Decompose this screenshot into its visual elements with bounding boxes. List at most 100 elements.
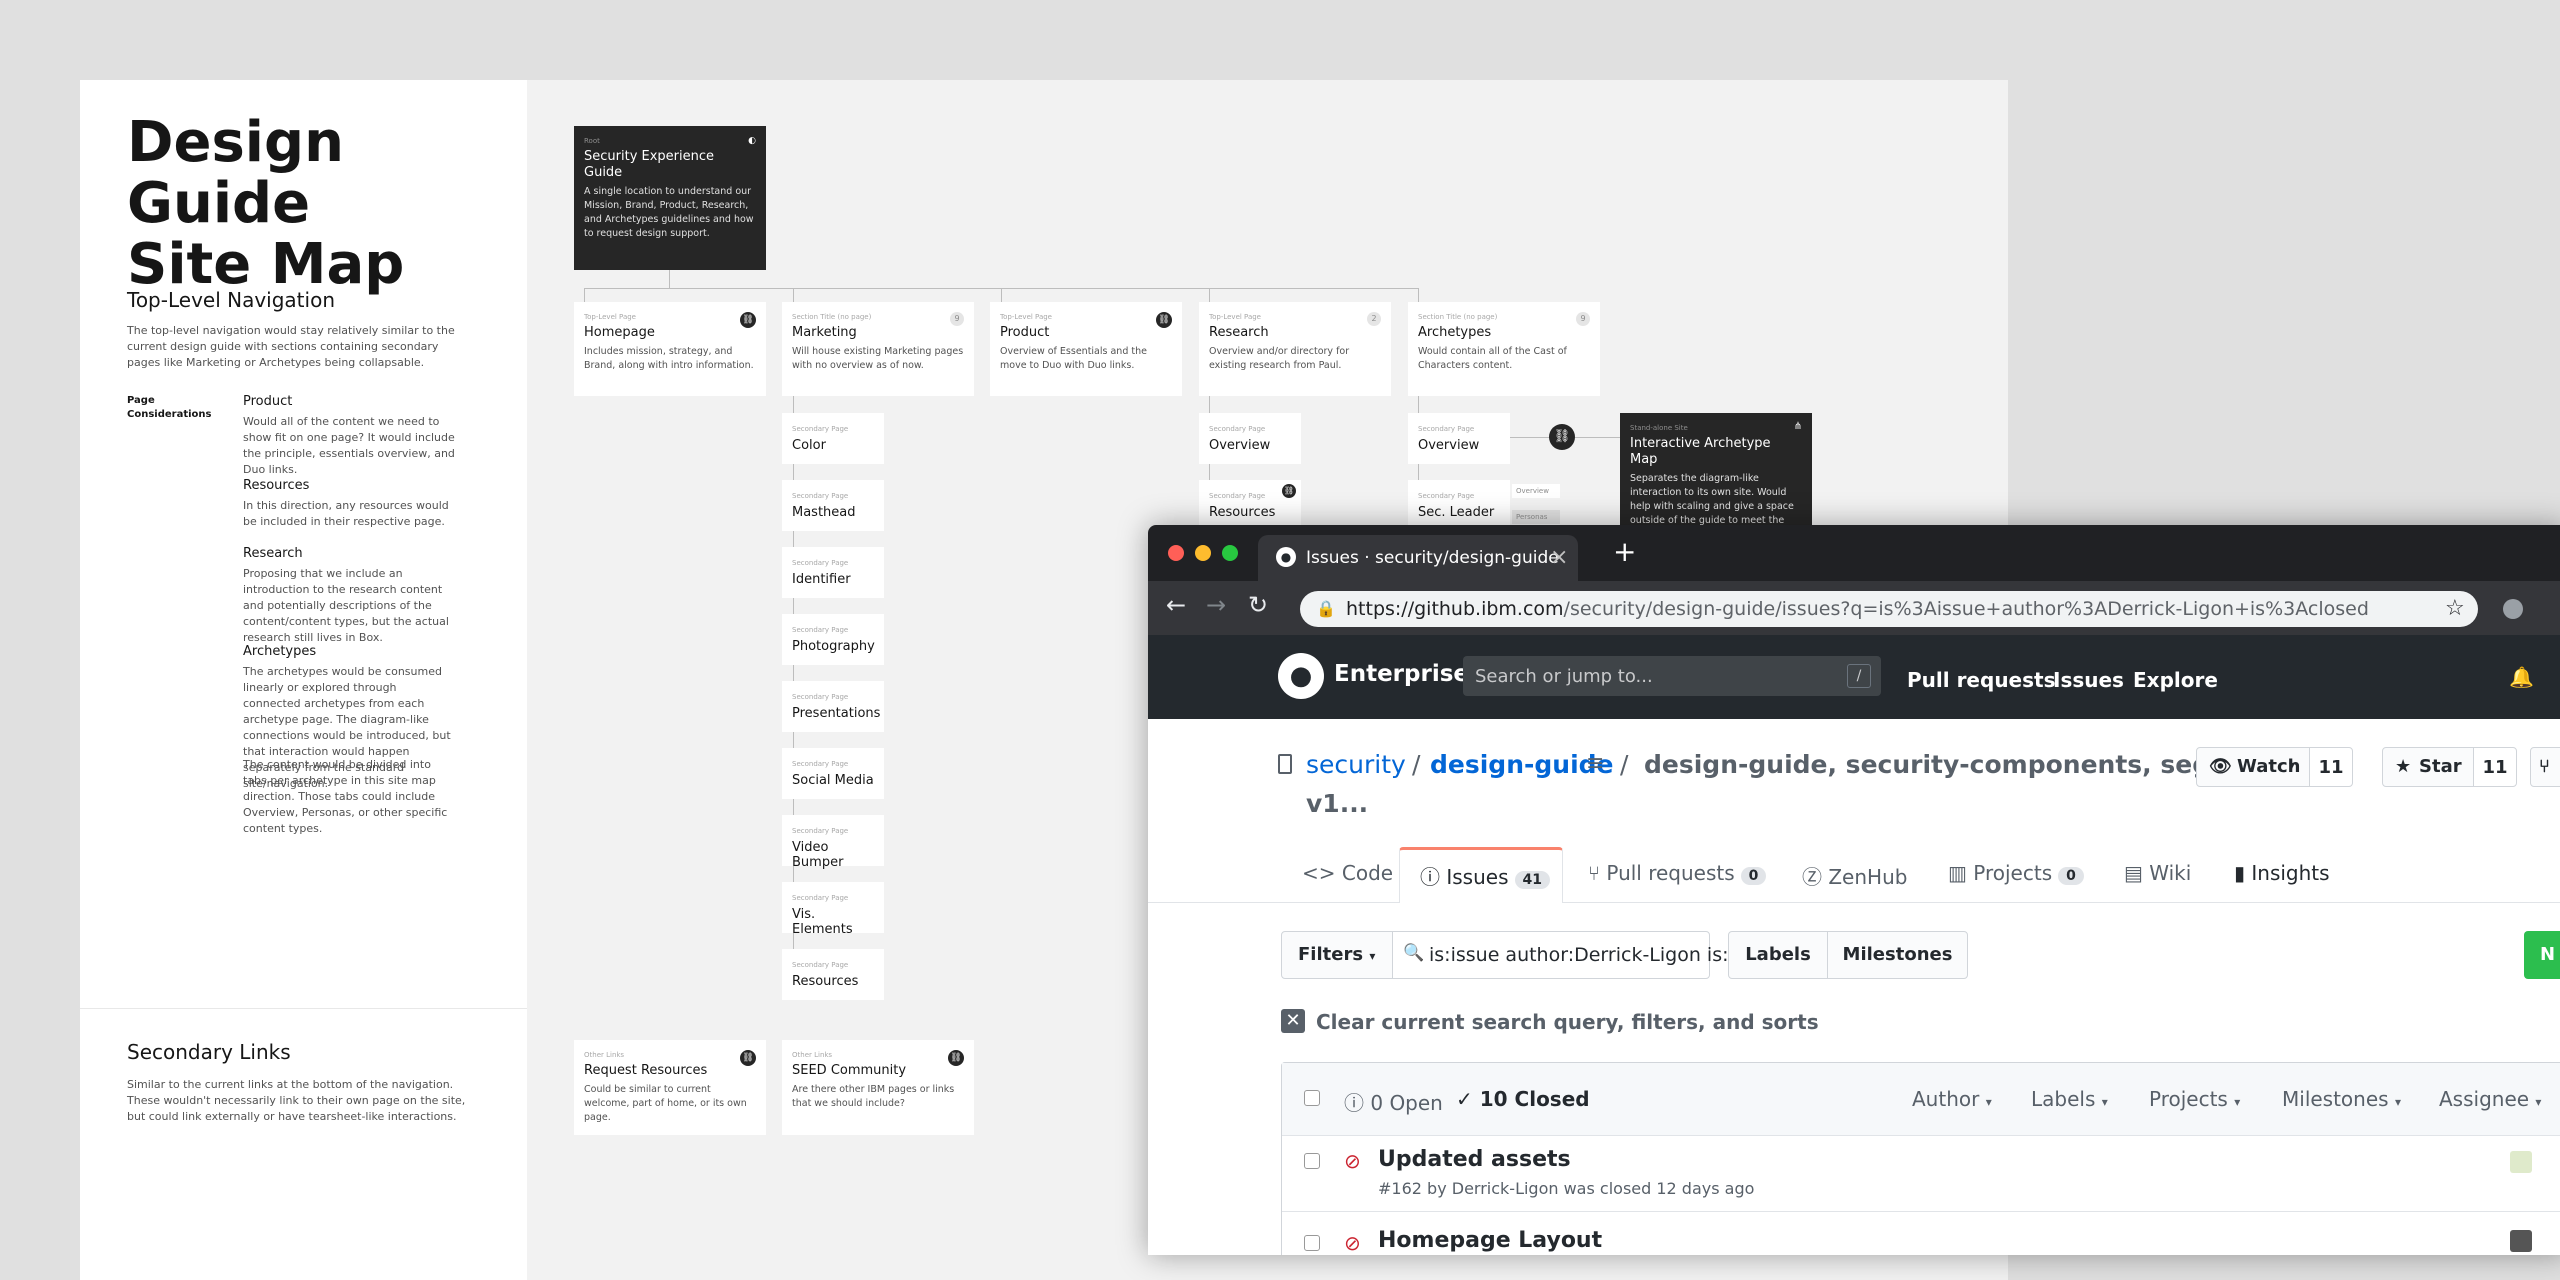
clear-x-icon[interactable]: ✕ — [1281, 1009, 1305, 1033]
standalone-card: Stand-alone Site Interactive Archetype M… — [1620, 413, 1812, 543]
card-title: Product — [1000, 325, 1050, 340]
issue-title-link[interactable]: Homepage Layout — [1378, 1228, 1603, 1253]
card-tag: Stand-alone Site — [1630, 424, 1688, 432]
repo-name-link[interactable]: design-guide — [1430, 750, 1614, 779]
count-badge: 9 — [950, 312, 964, 326]
card-title: Color — [792, 438, 826, 453]
avatar[interactable] — [2510, 1151, 2532, 1173]
bookmark-star-icon[interactable]: ☆ — [2445, 596, 2465, 621]
connector-line — [1209, 288, 1210, 302]
card-title: Archetypes — [1418, 325, 1492, 340]
card-tag: Secondary Page — [792, 425, 849, 433]
labels-filter[interactable]: Labels ▾ — [2031, 1087, 2108, 1111]
minimize-window-button[interactable] — [1195, 545, 1211, 561]
card-title: Interactive Archetype Map — [1630, 436, 1771, 467]
card-tag: Secondary Page — [792, 961, 849, 969]
other-link-card: Other Links Request Resources Could be s… — [574, 1040, 766, 1135]
tab-label: Insights — [2251, 861, 2330, 885]
profile-icon[interactable] — [2503, 599, 2523, 619]
search-placeholder: Search or jump to... — [1475, 666, 1653, 687]
address-bar[interactable]: 🔒 https://github.ibm.com/security/design… — [1300, 591, 2478, 627]
repo-owner-link[interactable]: security — [1306, 750, 1406, 779]
new-issue-button[interactable]: N — [2524, 931, 2560, 979]
repo-description-line2: v1... — [1306, 789, 1369, 818]
watch-count[interactable]: 11 — [2309, 747, 2353, 787]
bell-icon[interactable]: 🔔 — [2509, 665, 2534, 689]
search-icon: 🔍 — [1403, 943, 1425, 963]
issue-checkbox[interactable] — [1304, 1235, 1320, 1251]
issue-search-input[interactable]: 🔍 is:issue author:Derrick-Ligon is:close… — [1392, 931, 1790, 979]
maximize-window-button[interactable] — [1222, 545, 1238, 561]
tabs-divider — [1148, 902, 2560, 903]
forward-icon[interactable]: → — [1206, 591, 1227, 619]
author-filter[interactable]: Author ▾ — [1912, 1087, 1992, 1111]
zenhub-icon: Ⓩ — [1802, 865, 1822, 889]
tab-wiki[interactable]: ▤ Wiki — [2124, 861, 2191, 885]
select-all-checkbox[interactable] — [1304, 1090, 1320, 1106]
avatar[interactable] — [2510, 1230, 2532, 1252]
list-icon: ≡ — [1586, 751, 1605, 776]
secondary-links-text: Similar to the current links at the bott… — [127, 1078, 466, 1123]
consideration-title: Research — [243, 546, 303, 561]
tab-code[interactable]: <> Code — [1302, 861, 1393, 885]
labels-button[interactable]: Labels — [1728, 931, 1828, 979]
count-badge: 9 — [1576, 312, 1590, 326]
new-tab-button[interactable]: + — [1613, 535, 1637, 568]
closed-issues-filter[interactable]: ✓ 10 Closed — [1456, 1087, 1590, 1111]
nav-explore[interactable]: Explore — [2133, 668, 2218, 692]
card-tag: Secondary Page — [1418, 425, 1475, 433]
tab-zenhub[interactable]: Ⓩ ZenHub — [1802, 861, 1907, 890]
fork-icon: ⑂ — [2539, 756, 2550, 777]
close-window-button[interactable] — [1168, 545, 1184, 561]
enterprise-label[interactable]: Enterprise — [1334, 661, 1470, 687]
open-issues-filter[interactable]: ⓘ 0 Open — [1344, 1087, 1443, 1116]
nav-pull-requests[interactable]: Pull requests — [1907, 668, 2056, 692]
tab-label: Issues — [1446, 865, 1509, 889]
sort-label: Milestones — [2282, 1087, 2389, 1111]
caret-down-icon: ▾ — [2234, 1095, 2241, 1109]
issue-closed-icon: ⊘ — [1344, 1149, 1361, 1173]
browser-tab[interactable]: ● Issues · security/design-guide × — [1258, 535, 1578, 581]
nav-issues[interactable]: Issues — [2053, 668, 2124, 692]
fork-button[interactable]: ⑂ — [2530, 747, 2560, 787]
clear-filters-link[interactable]: Clear current search query, filters, and… — [1316, 1010, 1819, 1034]
watch-label: Watch — [2237, 756, 2301, 777]
milestones-filter[interactable]: Milestones ▾ — [2282, 1087, 2401, 1111]
tab-insights[interactable]: ▮ Insights — [2234, 861, 2330, 885]
projects-filter[interactable]: Projects ▾ — [2149, 1087, 2240, 1111]
github-logo-icon[interactable]: ● — [1278, 653, 1324, 699]
url-path: /security/design-guide/issues?q=is%3Aiss… — [1563, 598, 2369, 620]
filters-dropdown[interactable]: Filters ▾ — [1281, 931, 1393, 979]
back-icon[interactable]: ← — [1166, 591, 1187, 619]
card-tag: Top-Level Page — [1209, 313, 1261, 321]
global-search-input[interactable]: Search or jump to... / — [1463, 656, 1881, 696]
browser-window: ● Issues · security/design-guide × + ← →… — [1148, 525, 2560, 1255]
close-tab-icon[interactable]: × — [1550, 545, 1569, 570]
book-icon: ▤ — [2124, 861, 2143, 885]
card-title: Security Experience Guide — [584, 149, 715, 180]
link-icon: ⛓ — [1156, 312, 1172, 328]
issue-list-header — [1282, 1063, 2560, 1136]
assignee-filter[interactable]: Assignee ▾ — [2439, 1087, 2541, 1111]
issue-title-link[interactable]: Updated assets — [1378, 1147, 1571, 1172]
milestones-button[interactable]: Milestones — [1827, 931, 1968, 979]
star-count[interactable]: 11 — [2473, 747, 2517, 787]
star-button[interactable]: ★ Star — [2382, 747, 2474, 787]
consideration-text: Proposing that we include an introductio… — [243, 567, 449, 644]
watch-button[interactable]: 👁 Watch ▾ — [2196, 747, 2310, 787]
github-icon: ● — [1276, 547, 1296, 567]
card-tag: Secondary Page — [1209, 425, 1266, 433]
mini-tab: Personas — [1512, 510, 1560, 524]
network-icon: ⋔ — [1793, 421, 1802, 432]
link-icon: ⛓ — [1282, 484, 1296, 498]
count-badge: 2 — [1367, 312, 1381, 326]
issue-checkbox[interactable] — [1304, 1153, 1320, 1169]
reload-icon[interactable]: ↻ — [1248, 591, 1269, 619]
